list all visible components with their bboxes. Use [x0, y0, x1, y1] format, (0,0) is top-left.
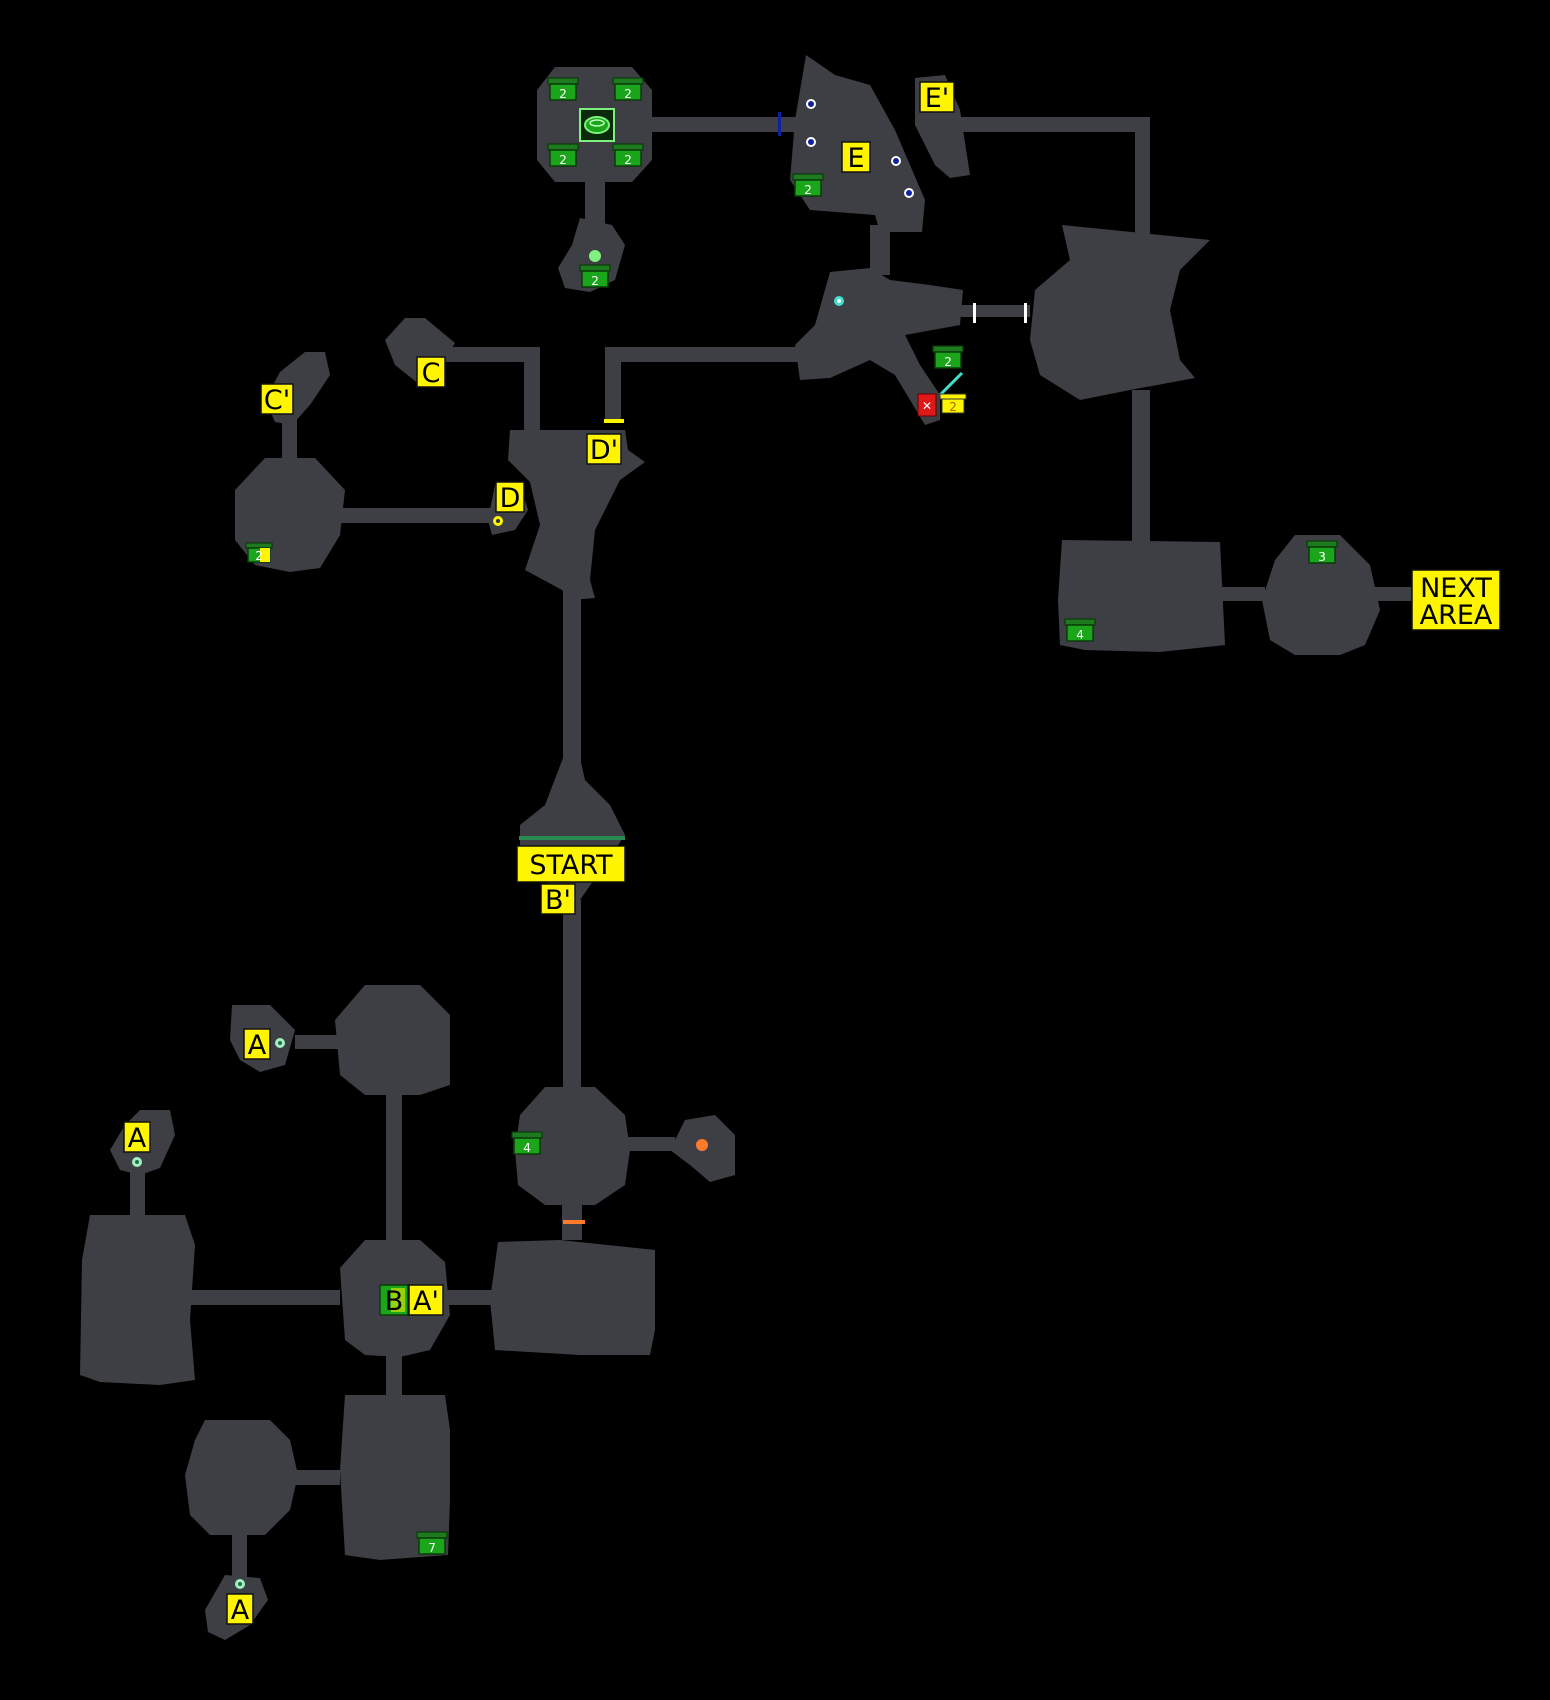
room-east-mid — [490, 1240, 655, 1355]
room-east-low — [1058, 540, 1225, 652]
svg-text:D': D' — [590, 435, 618, 466]
svg-text:START: START — [529, 850, 613, 881]
teleport-node-icon[interactable] — [235, 1579, 245, 1589]
door-yellow — [604, 419, 624, 423]
label-d-prime: D' — [586, 433, 622, 466]
laser-beam — [938, 371, 964, 397]
svg-text:C: C — [422, 358, 441, 389]
svg-text:A': A' — [413, 1286, 439, 1317]
svg-text:E': E' — [925, 83, 949, 114]
label-a: A — [226, 1593, 254, 1626]
treasure-chest-icon[interactable]: 4 — [1064, 618, 1096, 642]
treasure-chest-icon[interactable]: 2 — [547, 143, 579, 167]
treasure-chest-icon[interactable]: 2 — [932, 345, 964, 369]
label-a-prime: A' — [408, 1284, 444, 1317]
treasure-chest-icon[interactable]: 2 — [612, 143, 644, 167]
gate-white-2 — [1024, 303, 1027, 323]
teleport-node-icon[interactable] — [132, 1157, 142, 1167]
treasure-chest-icon[interactable]: 3 — [1306, 540, 1338, 564]
room-south-left — [185, 1420, 298, 1535]
warp-pad-icon[interactable] — [579, 108, 615, 142]
svg-text:2: 2 — [559, 153, 567, 167]
label-e: E — [841, 141, 871, 174]
svg-text:2: 2 — [255, 549, 263, 563]
svg-text:4: 4 — [523, 1141, 531, 1155]
switch-gate-blue — [778, 112, 781, 136]
svg-text:B: B — [385, 1286, 404, 1317]
svg-text:A: A — [128, 1123, 147, 1154]
svg-text:2: 2 — [559, 87, 567, 101]
svg-text:C': C' — [264, 385, 290, 416]
door-start-3 — [589, 836, 625, 840]
label-c-prime: C' — [260, 383, 294, 416]
svg-text:2: 2 — [949, 400, 957, 414]
doors — [519, 112, 1027, 1224]
label-b: B — [379, 1284, 409, 1317]
save-point-icon[interactable] — [589, 250, 601, 262]
door-start-2 — [555, 836, 589, 840]
label-start: START — [516, 845, 626, 883]
trap-icon[interactable]: ✕ — [917, 393, 937, 417]
svg-text:2: 2 — [624, 153, 632, 167]
switch-icon[interactable] — [891, 156, 901, 166]
room-south-right — [340, 1395, 450, 1560]
corridors — [130, 117, 1415, 1580]
treasure-chest-icon[interactable]: 2 — [612, 77, 644, 101]
svg-text:4: 4 — [1076, 628, 1084, 642]
svg-text:2: 2 — [591, 274, 599, 288]
svg-text:✕: ✕ — [922, 399, 932, 413]
target-marker-icon[interactable] — [493, 516, 503, 526]
room-d-hub — [508, 430, 645, 600]
switch-icon[interactable] — [806, 137, 816, 147]
svg-text:B': B' — [545, 885, 571, 916]
treasure-chest-icon[interactable]: 2 — [792, 173, 824, 197]
svg-text:AREA: AREA — [1420, 600, 1493, 631]
markers: ✕ — [132, 99, 937, 1589]
room-north-octagon — [335, 985, 450, 1095]
door-start-1 — [519, 836, 555, 840]
treasure-chest-icon[interactable]: 7 — [416, 1531, 448, 1555]
svg-text:A: A — [248, 1030, 267, 1061]
svg-text:E: E — [847, 143, 864, 174]
svg-text:D: D — [500, 483, 521, 514]
teleport-node-icon[interactable] — [275, 1038, 285, 1048]
gate-white-1 — [973, 303, 976, 323]
switch-icon[interactable] — [806, 99, 816, 109]
door-orange — [563, 1220, 585, 1224]
svg-text:2: 2 — [804, 183, 812, 197]
treasure-chest-icon[interactable]: 4 — [511, 1131, 543, 1155]
warp-point-icon[interactable] — [834, 296, 844, 306]
svg-text:NEXT: NEXT — [1420, 573, 1492, 604]
svg-text:A: A — [231, 1595, 250, 1626]
label-d: D — [495, 481, 525, 514]
svg-text:2: 2 — [624, 87, 632, 101]
label-a: A — [243, 1028, 271, 1061]
treasure-chest-icon[interactable]: 2 — [939, 393, 967, 414]
switch-icon[interactable] — [904, 188, 914, 198]
label-e-prime: E' — [919, 81, 955, 114]
label-c: C — [416, 356, 446, 389]
treasure-chest-icon[interactable]: 2 — [245, 542, 273, 563]
room-round-south — [515, 1087, 630, 1205]
label-a: A — [123, 1121, 151, 1154]
treasure-chest-icon[interactable]: 2 — [547, 77, 579, 101]
treasure-chest-icon[interactable]: 2 — [579, 264, 611, 288]
rooms — [80, 55, 1380, 1640]
room-mid-hub — [795, 268, 963, 425]
svg-text:3: 3 — [1318, 550, 1326, 564]
svg-text:7: 7 — [428, 1541, 436, 1555]
svg-text:2: 2 — [944, 355, 952, 369]
room-west-large — [80, 1215, 195, 1385]
room-east-large — [1030, 225, 1210, 400]
chests: 2 2 2 2 2 2 2 2 2 3 4 4 7 — [245, 77, 1338, 1555]
orange-orb-icon[interactable] — [696, 1139, 708, 1151]
room-far-east — [1262, 535, 1380, 655]
label-b-prime: B' — [540, 883, 576, 916]
